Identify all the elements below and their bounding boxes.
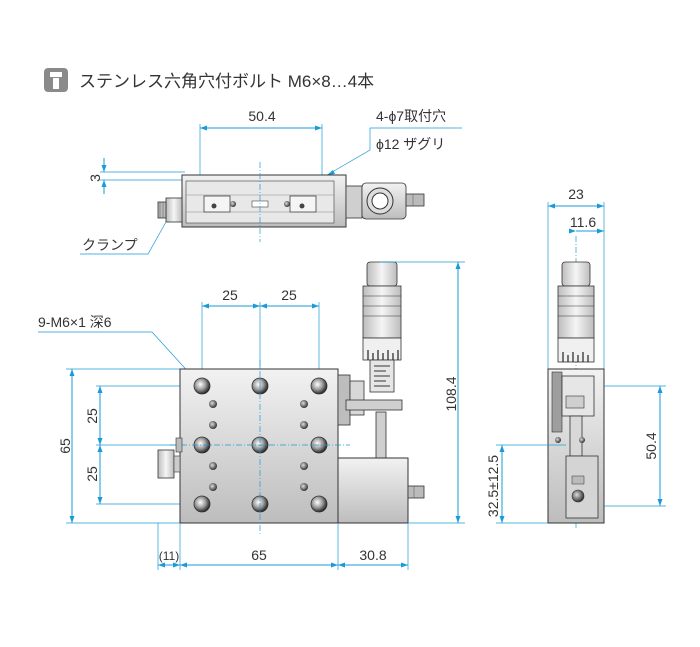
side-width: 23 [568,186,584,202]
tapped-holes [193,377,328,513]
hole-note-1: 4-ϕ7取付穴 [376,108,446,124]
pitch-y-2: 25 [84,466,100,482]
clamp-knob [165,197,183,223]
size-y: 65 [57,438,73,454]
micrometer-base-block [337,457,409,524]
header-title: ステンレス六角穴付ボルト M6×8…4本 [79,72,374,91]
hole-spec: 9-M6×1 深6 [38,314,112,330]
top-view: 50.4 3 4-ϕ7取付穴 ϕ12 ザグリ [80,108,462,255]
pitch-x-2: 25 [281,287,297,303]
small-screws [209,400,308,491]
side-center: 11.6 [570,214,596,230]
total-height: 108.4 [443,376,459,411]
front-clamp-knob [157,449,175,479]
offset-x: (11) [159,549,179,563]
pitch-x-1: 25 [222,287,238,303]
top-width-dim: 50.4 [248,108,275,124]
pitch-y-1: 25 [84,408,100,424]
side-height: 32.5±12.5 [485,455,501,517]
top-height-dim: 3 [87,174,103,182]
side-stroke: 50.4 [643,432,659,459]
micrometer-head [337,261,403,461]
side-view: 23 11.6 [485,186,666,530]
clamp-label: クランプ [82,237,138,253]
micrometer-x: 30.8 [359,547,386,563]
front-view: 25 25 9-M6×1 深6 65 25 25 [38,261,465,570]
size-x: 65 [251,547,267,563]
hole-note-2: ϕ12 ザグリ [376,136,445,152]
header: ステンレス六角穴付ボルト M6×8…4本 [44,68,374,92]
lock-icon [44,68,68,92]
